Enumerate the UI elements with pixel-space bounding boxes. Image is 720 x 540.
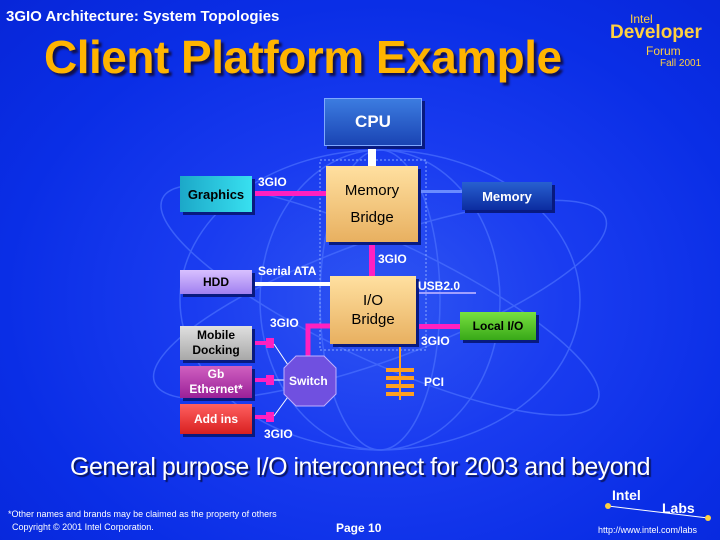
memory-bridge-label-1: Memory — [344, 182, 400, 199]
hdd-link — [254, 282, 330, 286]
memory-bridge-label-2: Bridge — [350, 209, 394, 226]
memory-link — [418, 190, 464, 193]
pci-slots — [386, 368, 414, 396]
labs-logo-word2: Labs — [662, 500, 695, 516]
local-io-link-label: 3GIO — [421, 334, 450, 348]
graphics-node: Graphics — [180, 176, 252, 212]
cpu-label: CPU — [355, 112, 391, 131]
slide-tagline: General purpose I/O interconnect for 200… — [70, 453, 650, 481]
gbe-label-1: Gb — [207, 367, 225, 381]
labs-url: http://www.intel.com/labs — [598, 525, 698, 535]
addins-link-a — [254, 415, 268, 419]
graphics-link — [254, 191, 326, 196]
bridges-link-label: 3GIO — [378, 252, 407, 266]
memory-node: Memory — [462, 182, 552, 210]
switch-label: Switch — [289, 374, 328, 388]
slide-title: Client Platform Example — [44, 31, 562, 83]
usb-link — [416, 292, 476, 294]
mobile-label-1: Mobile — [197, 328, 235, 342]
mobile-link-a — [254, 341, 268, 345]
slide-supertitle: 3GIO Architecture: System Topologies — [6, 8, 280, 25]
gb-ethernet-node: Gb Ethernet* — [180, 366, 252, 398]
switch-up-link-label: 3GIO — [270, 316, 299, 330]
hdd-node: HDD — [180, 270, 252, 294]
local-io-link — [416, 324, 460, 329]
page-number: Page 10 — [336, 521, 382, 535]
switch-down-link-label: 3GIO — [264, 427, 293, 441]
graphics-link-label: 3GIO — [258, 175, 287, 189]
intel-labs-logo — [605, 503, 711, 521]
memory-bridge-node: Memory Bridge — [326, 166, 418, 242]
gbe-link-a — [254, 378, 268, 382]
mobile-docking-node: Mobile Docking — [180, 326, 252, 360]
switch-node — [283, 355, 337, 407]
trademark-footnote: *Other names and brands may be claimed a… — [8, 509, 277, 519]
logo-line3: Forum — [646, 44, 681, 58]
gbe-label-2: Ethernet* — [189, 382, 243, 396]
logo-line4: Fall 2001 — [660, 58, 702, 69]
logo-line1: Intel — [630, 12, 653, 26]
copyright-notice: Copyright © 2001 Intel Corporation. — [12, 522, 154, 532]
io-bridge-label-1: I/O — [362, 292, 383, 309]
io-bridge-node: I/O Bridge — [330, 276, 416, 344]
switch-up-link — [305, 323, 330, 358]
add-ins-node: Add ins — [180, 404, 252, 434]
hdd-label: HDD — [203, 275, 229, 289]
cpu-link — [368, 146, 376, 166]
hdd-link-label: Serial ATA — [258, 264, 317, 278]
usb-link-label: USB2.0 — [418, 279, 461, 293]
labs-logo-word1: Intel — [612, 487, 641, 503]
logo-line2: Developer — [610, 22, 702, 43]
mobile-label-2: Docking — [192, 343, 240, 357]
local-io-label: Local I/O — [472, 319, 524, 333]
local-io-node: Local I/O — [460, 312, 536, 340]
pci-label: PCI — [424, 375, 445, 389]
graphics-label: Graphics — [187, 186, 245, 202]
memory-label: Memory — [482, 188, 532, 204]
cpu-node: CPU — [324, 98, 422, 146]
io-bridge-label-2: Bridge — [351, 311, 395, 328]
addins-label: Add ins — [194, 412, 238, 426]
intel-developer-forum-logo: Intel Developer Forum Fall 2001 — [604, 12, 710, 70]
bridges-link — [369, 242, 375, 276]
